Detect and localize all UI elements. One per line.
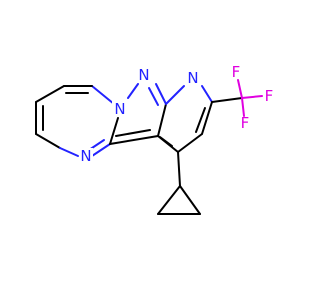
bond-c8-c5-inner xyxy=(115,129,151,137)
bond-ccf3-ftop xyxy=(237,79,243,99)
bond-npyrid-c9 xyxy=(201,85,213,103)
bond-c10-c11 xyxy=(177,133,203,153)
bond-ccf3-fbottom xyxy=(241,97,245,117)
bond-c7-npyrid xyxy=(165,85,185,105)
bond-c7-c8 xyxy=(157,103,167,137)
bond-c3-c4 xyxy=(35,133,61,149)
atom-n-pyrazole: N xyxy=(138,66,149,84)
atom-n-bridge: N xyxy=(114,100,125,118)
atom-n-pyrimidine: N xyxy=(80,147,91,165)
bond-c9-c10 xyxy=(201,101,213,135)
atom-n-pyridine: N xyxy=(187,69,198,87)
atom-f-bottom: F xyxy=(241,114,250,132)
bond-c4-npyrim xyxy=(59,147,79,157)
bond-npyrim-c5 xyxy=(91,143,111,157)
bond-nbridge-npyraz xyxy=(127,83,139,99)
bond-c9-c10-inner xyxy=(195,107,206,133)
bond-nbridge-c6 xyxy=(91,85,115,105)
bond-cprop-a xyxy=(157,185,181,215)
bond-c11-cprop xyxy=(177,151,181,187)
bond-ccf3-fright xyxy=(241,95,263,99)
bond-c9-ccf3 xyxy=(211,97,243,103)
bond-c1-c2 xyxy=(35,85,65,103)
bond-c8-c5 xyxy=(109,135,159,145)
bond-c11-c8-inner xyxy=(159,136,173,147)
bond-cprop-b xyxy=(179,185,201,215)
bond-npyraz-c7 xyxy=(155,83,167,105)
molecule-structure: N N N N F F F xyxy=(35,63,274,215)
molecule-canvas: N N N N F F F xyxy=(35,63,274,215)
atom-f-right: F xyxy=(265,87,274,105)
atom-f-top: F xyxy=(232,63,241,81)
bond-npyraz-c7-inner xyxy=(148,87,159,106)
bond-c5-nbridge xyxy=(109,117,119,145)
